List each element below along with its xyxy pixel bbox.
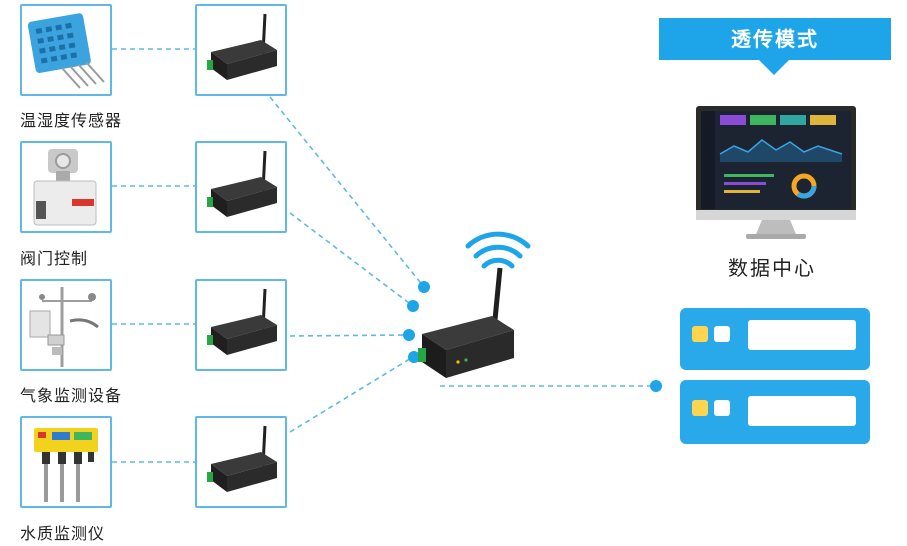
server-port-dot: [650, 380, 662, 392]
sensor-label-1: 温湿度传感器: [20, 111, 123, 130]
mode-title-banner: 透传模式: [659, 18, 891, 60]
radio-module-icon: [207, 425, 277, 492]
link-radio-2-to-gateway: [289, 212, 414, 307]
sensor-box-3: [20, 279, 112, 371]
water-quality-probe-icon: [34, 428, 98, 502]
sensor-label-3: 气象监测设备: [20, 386, 123, 405]
valve-actuator-icon: [33, 149, 97, 226]
server-icon: [680, 308, 870, 444]
gateway-port-dot: [403, 329, 415, 341]
radio-module-box-3: [195, 279, 287, 371]
temperature-humidity-sensor-icon: [27, 13, 105, 89]
link-radio-1-to-gateway: [269, 96, 425, 288]
sensor-label-4: 水质监测仪: [20, 524, 106, 543]
wifi-signal-icon: [465, 231, 531, 269]
sensor-box-4: [20, 416, 112, 508]
sensor-box-2: [20, 141, 112, 233]
gateway-port-dot: [407, 300, 419, 312]
data-center-label: 数据中心: [728, 256, 816, 280]
radio-module-box-2: [195, 141, 287, 233]
radio-module-icon: [207, 13, 277, 80]
radio-module-icon: [207, 150, 277, 217]
gateway-port-dot: [418, 281, 430, 293]
radio-module-icon: [207, 288, 277, 355]
sensor-label-2: 阀门控制: [20, 249, 89, 268]
link-radio-3-to-gateway: [289, 334, 409, 337]
banner-pointer: [758, 59, 790, 75]
radio-module-box-1: [195, 4, 287, 96]
link-radio-4-to-gateway: [289, 356, 414, 433]
radio-module-box-4: [195, 416, 287, 508]
weather-station-icon: [29, 287, 99, 367]
monitor-icon: [696, 106, 856, 239]
gateway-device: [418, 231, 531, 378]
sensor-box-1: [20, 4, 112, 96]
gateway-port-dot: [408, 351, 420, 363]
